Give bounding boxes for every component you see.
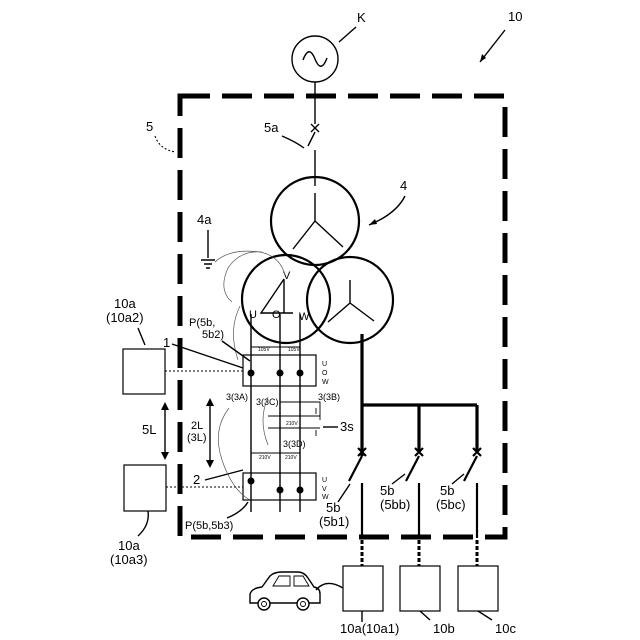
leader-breaker-5bc xyxy=(452,474,464,484)
label-breaker-5bc: 5b xyxy=(440,483,454,498)
breaker-5bc-blade xyxy=(464,456,477,538)
leader-main-switch xyxy=(282,136,304,148)
leader-source xyxy=(339,27,356,42)
label-device-top-sub: (10a2) xyxy=(106,310,144,325)
switch-5a-cross xyxy=(311,124,319,132)
label-line1: 1 xyxy=(163,335,170,350)
node-bottom-w xyxy=(297,487,304,494)
label-breaker-5bc-sub: (5bc) xyxy=(436,497,466,512)
leader-device-bottom xyxy=(138,511,148,536)
label-uow-o: O xyxy=(322,370,328,377)
node-bottom-v xyxy=(277,487,284,494)
label-load-10c: 10c xyxy=(495,621,516,636)
label-main-switch: 5a xyxy=(264,120,279,135)
node-top-o xyxy=(277,370,284,377)
label-device-bottom-sub: (10a3) xyxy=(110,552,148,567)
voltage-mid: 210V xyxy=(286,421,298,427)
curve-wire-left xyxy=(218,408,250,500)
label-load-10b: 10b xyxy=(433,621,455,636)
leader-line2 xyxy=(205,470,243,480)
label-phase-u: U xyxy=(249,309,257,321)
leader-device-top xyxy=(138,328,145,345)
leader-breaker-5bb xyxy=(392,474,405,484)
node-bottom-u xyxy=(248,478,255,485)
label-uow-u: U xyxy=(322,361,327,368)
breaker-5b1-blade xyxy=(349,456,362,538)
label-breaker-5b1: 5b xyxy=(326,500,340,515)
label-wire-3a: 3(3A) xyxy=(226,392,248,402)
car-icon xyxy=(250,572,320,610)
label-line2: 2 xyxy=(193,472,200,487)
leader-transformer-arrowhead xyxy=(369,219,377,225)
voltage-low-right: 210V xyxy=(285,455,297,461)
label-device-top: 10a xyxy=(114,296,136,311)
label-point-bottom: P(5b,5b3) xyxy=(185,520,233,532)
leader-enclosure xyxy=(155,136,176,152)
transformer-secondary-1 xyxy=(242,255,330,343)
feeder-drops xyxy=(419,405,477,452)
label-system: 10 xyxy=(508,9,522,24)
label-gap-3s: 3s xyxy=(340,419,354,434)
leader-load-10c xyxy=(478,611,492,620)
device-10a2 xyxy=(123,349,165,394)
label-uvw-v: V xyxy=(322,486,327,493)
three-wire-winding xyxy=(261,279,293,313)
label-length-2l-sub: (3L) xyxy=(187,432,207,444)
voltage-low-left: 210V xyxy=(259,455,271,461)
label-enclosure: 5 xyxy=(146,119,153,134)
sine-wave-icon xyxy=(303,52,327,67)
label-device-bottom: 10a xyxy=(118,538,140,553)
voltage-top-left: 105V xyxy=(258,347,270,353)
load-10b xyxy=(400,566,440,611)
primary-wye-icon xyxy=(293,193,343,249)
label-uow-w: W xyxy=(322,379,329,386)
node-top-u xyxy=(248,370,255,377)
ground-icon xyxy=(201,260,215,268)
label-breaker-5b1-sub: (5b1) xyxy=(319,514,349,529)
node-top-w xyxy=(297,370,304,377)
label-breaker-5bb: 5b xyxy=(380,483,394,498)
label-breaker-5bb-sub: (5bb) xyxy=(380,497,410,512)
label-transformer: 4 xyxy=(400,178,407,193)
leader-point-bottom xyxy=(227,502,248,518)
leader-breaker-5b1 xyxy=(338,484,350,502)
label-length-2l: 2L xyxy=(191,420,203,432)
load-10c xyxy=(458,566,498,611)
voltage-top-right: 105V xyxy=(288,347,300,353)
label-wire-3b: 3(3B) xyxy=(318,392,340,402)
charging-cable xyxy=(316,583,343,590)
leader-load-10b xyxy=(420,611,430,620)
leader-point-top xyxy=(222,341,250,361)
device-10a3 xyxy=(124,465,166,511)
label-wire-3d: 3(3D) xyxy=(283,439,306,449)
label-point-top: P(5b, xyxy=(189,317,215,329)
label-length-5l: 5L xyxy=(142,422,156,437)
label-ground: 4a xyxy=(197,212,212,227)
label-uvw-u: U xyxy=(322,477,327,484)
ground-wire xyxy=(215,251,285,275)
secondary-wye-icon xyxy=(328,280,374,322)
enclosure-5 xyxy=(180,96,505,537)
label-load-10a1: 10a(10a1) xyxy=(340,621,399,636)
load-10a1 xyxy=(343,566,383,611)
label-point-top-sub: 5b2) xyxy=(202,329,224,341)
label-source: K xyxy=(357,10,366,25)
